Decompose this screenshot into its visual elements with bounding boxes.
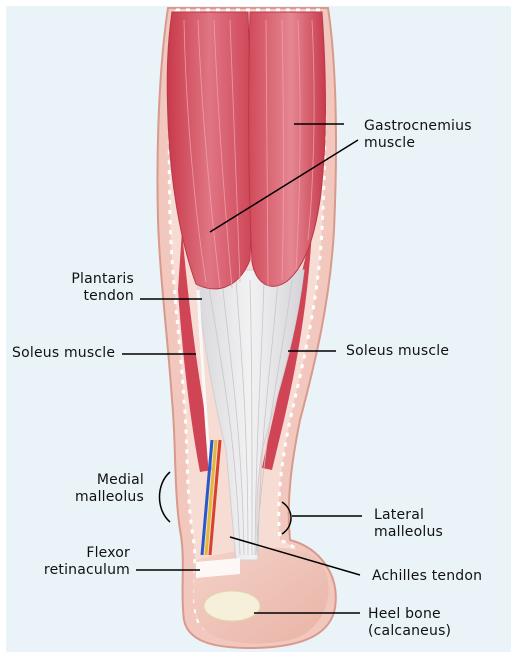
label-flexor-retinaculum-line2: retinaculum [20,562,130,579]
label-soleus-left-text: Soleus muscle [12,345,115,362]
label-achilles-tendon: Achilles tendon [372,568,482,585]
label-medial-malleolus: Medial malleolus [40,472,144,506]
label-gastrocnemius-line1: Gastrocnemius [364,118,472,135]
label-flexor-retinaculum: Flexor retinaculum [20,545,130,579]
label-medial-malleolus-line2: malleolus [40,489,144,506]
label-heel-bone: Heel bone (calcaneus) [368,606,451,640]
label-soleus-right-text: Soleus muscle [346,343,449,360]
label-lateral-malleolus-line2: malleolus [374,524,443,541]
label-achilles-tendon-text: Achilles tendon [372,568,482,585]
label-flexor-retinaculum-line1: Flexor [20,545,130,562]
label-heel-bone-line1: Heel bone [368,606,451,623]
label-plantaris-line1: Plantaris [52,271,134,288]
label-heel-bone-line2: (calcaneus) [368,623,451,640]
label-lateral-malleolus: Lateral malleolus [374,507,443,541]
label-gastrocnemius: Gastrocnemius muscle [364,118,472,152]
label-soleus-right: Soleus muscle [346,343,449,360]
label-plantaris-line2: tendon [52,288,134,305]
label-plantaris: Plantaris tendon [52,271,134,305]
label-medial-malleolus-line1: Medial [40,472,144,489]
label-gastrocnemius-line2: muscle [364,135,472,152]
label-soleus-left: Soleus muscle [12,345,115,362]
heel-bone-shape [204,591,260,621]
label-lateral-malleolus-line1: Lateral [374,507,443,524]
